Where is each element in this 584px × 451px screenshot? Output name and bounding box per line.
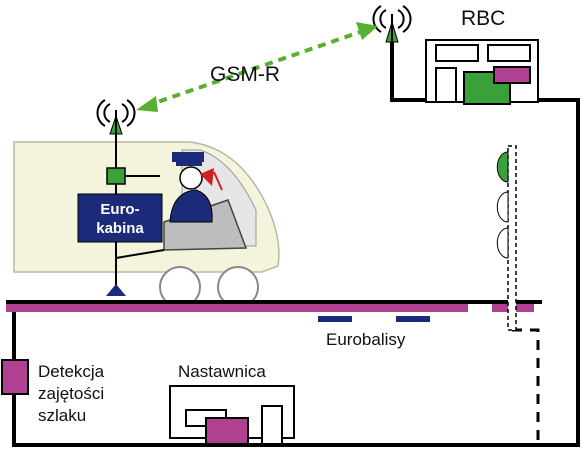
antenna-icon bbox=[372, 5, 412, 44]
interlocking-label: Nastawnica bbox=[178, 362, 266, 381]
gsmr-link bbox=[136, 22, 378, 112]
detection-label-line3: szlaku bbox=[38, 406, 86, 425]
eurocabin-label-line2: kabina bbox=[96, 220, 144, 237]
eurobalise bbox=[396, 316, 430, 322]
interlocking-building bbox=[169, 385, 295, 445]
gsmr-label: GSM-R bbox=[210, 63, 280, 86]
eurobalise bbox=[318, 316, 352, 322]
eurobalise-label: Eurobalisy bbox=[326, 330, 406, 349]
onboard-unit bbox=[106, 167, 126, 185]
detection-label-line1: Detekcja bbox=[38, 362, 105, 381]
rail bbox=[6, 300, 542, 312]
rbc-label: RBC bbox=[461, 7, 505, 30]
balise-antenna bbox=[106, 284, 126, 296]
rbc-antenna-feed bbox=[390, 42, 436, 102]
eurocabin-label-line1: Euro- bbox=[100, 201, 139, 218]
detection-label-line2: zajętości bbox=[38, 384, 104, 403]
signal-icon bbox=[496, 145, 517, 331]
track-detection-box bbox=[1, 359, 29, 395]
driver-icon bbox=[169, 152, 223, 223]
rbc-building bbox=[425, 39, 539, 105]
rbc-to-loop bbox=[12, 98, 580, 447]
console-wire bbox=[115, 249, 165, 259]
eurocabin-box bbox=[77, 193, 163, 243]
signal-dashed-link bbox=[512, 328, 540, 445]
